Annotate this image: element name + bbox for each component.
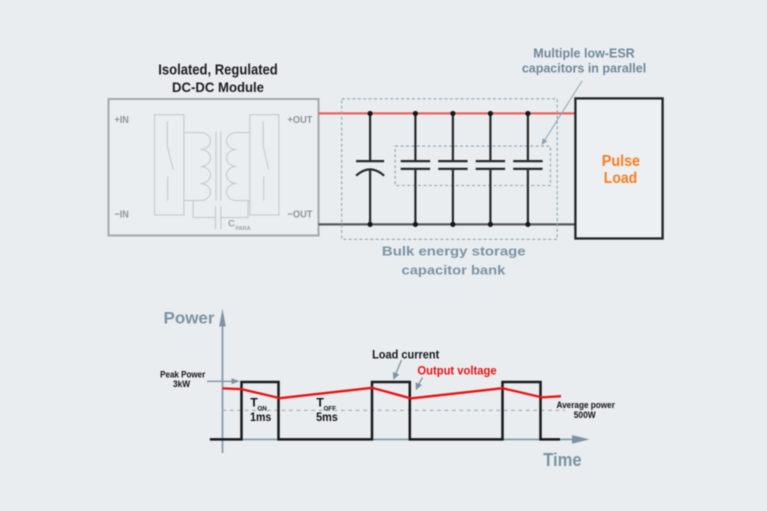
svg-text:PARA: PARA	[236, 226, 251, 232]
svg-text:−OUT: −OUT	[288, 210, 313, 221]
svg-text:T: T	[250, 396, 258, 410]
svg-text:Multiple low-ESR: Multiple low-ESR	[533, 47, 634, 61]
svg-text:OFF: OFF	[324, 406, 337, 413]
svg-text:Load current: Load current	[372, 350, 439, 362]
svg-text:Output voltage: Output voltage	[417, 365, 496, 377]
svg-text:Load: Load	[604, 170, 638, 187]
svg-text:C: C	[228, 219, 235, 230]
svg-text:T: T	[316, 396, 324, 410]
svg-text:Average power: Average power	[557, 400, 616, 410]
svg-text:Isolated, Regulated: Isolated, Regulated	[158, 61, 278, 78]
svg-text:−IN: −IN	[115, 210, 129, 221]
svg-text:capacitors in parallel: capacitors in parallel	[522, 62, 646, 76]
svg-text:1ms: 1ms	[250, 410, 271, 424]
svg-text:Bulk energy storage: Bulk energy storage	[382, 244, 526, 259]
svg-text:capacitor bank: capacitor bank	[402, 262, 507, 277]
svg-text:Peak Power: Peak Power	[160, 369, 206, 379]
svg-text:3kW: 3kW	[173, 379, 191, 389]
svg-text:+OUT: +OUT	[288, 115, 313, 126]
svg-text:Power: Power	[163, 309, 214, 328]
svg-text:DC-DC Module: DC-DC Module	[172, 79, 264, 95]
svg-text:+IN: +IN	[115, 115, 129, 126]
svg-text:ON: ON	[257, 406, 267, 413]
svg-text:5ms: 5ms	[316, 410, 338, 424]
svg-text:500W: 500W	[574, 410, 597, 420]
svg-text:Time: Time	[543, 449, 582, 470]
svg-text:Pulse: Pulse	[602, 153, 641, 170]
